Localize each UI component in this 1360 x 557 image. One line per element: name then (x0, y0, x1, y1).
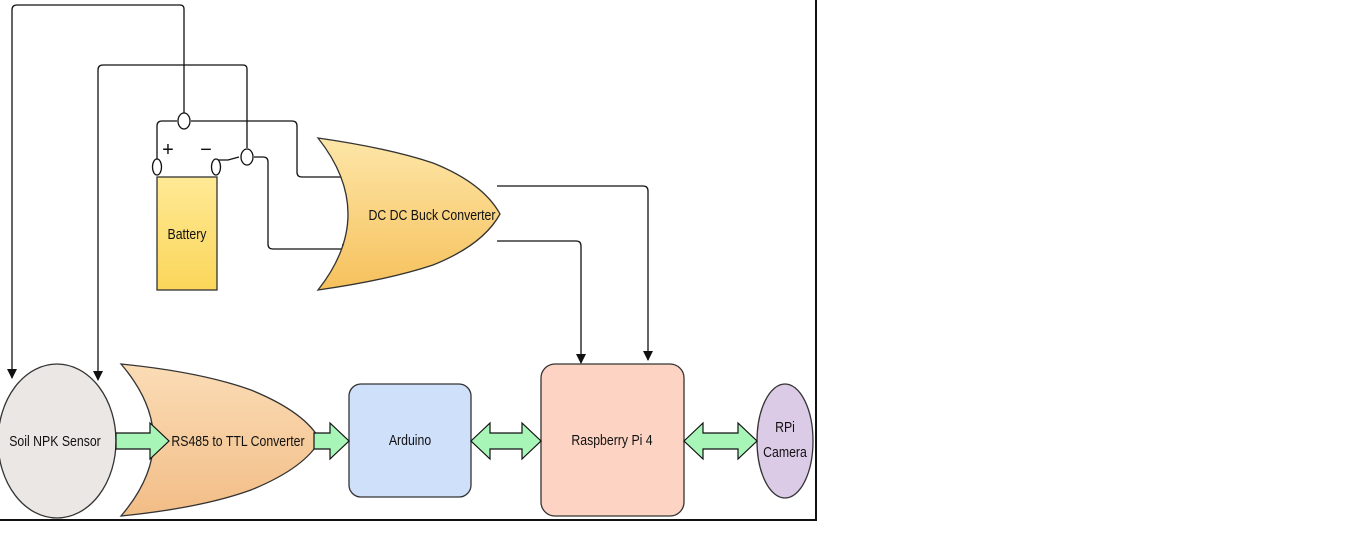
junction-node-negative (240, 148, 254, 166)
soil-npk-sensor-label: Soil NPK Sensor (9, 433, 101, 449)
rpi-camera-block (756, 383, 814, 499)
wire-battery-minus (216, 156, 240, 161)
flow-arrow-sensor-to-rs485 (115, 421, 170, 461)
junction-node-positive (177, 112, 191, 130)
flow-arrow-arduino-rpi (470, 421, 542, 461)
raspberry-pi-label: Raspberry Pi 4 (571, 432, 653, 448)
wire-negative-to-buck (254, 156, 352, 254)
battery-label: Battery (168, 226, 207, 242)
rs485-ttl-converter-label: RS485 to TTL Converter (171, 433, 305, 449)
battery-plus-sign: + (162, 139, 174, 161)
wire-battery-plus-top (156, 120, 177, 160)
wire-buck-to-rpi-a (497, 185, 653, 361)
battery-plus-terminal (151, 158, 163, 176)
wire-negative-to-sensor (93, 64, 248, 381)
buck-converter-label: DC DC Buck Converter (368, 207, 495, 223)
raspberry-pi-block (540, 363, 685, 517)
flow-arrow-rs485-to-arduino (313, 421, 350, 461)
rpi-camera-label-line2: Camera (763, 444, 807, 460)
wire-buck-to-rpi-b (497, 240, 586, 364)
flow-arrow-rpi-camera (683, 421, 758, 461)
battery-block (156, 176, 218, 291)
rs485-ttl-converter-block (119, 363, 321, 517)
wire-positive-to-sensor (7, 4, 185, 379)
battery-minus-sign: − (200, 139, 212, 161)
rpi-camera-label-line1: RPi (775, 419, 795, 435)
buck-converter-block (316, 137, 501, 291)
battery-minus-terminal (210, 158, 222, 176)
arduino-label: Arduino (389, 432, 432, 448)
wire-positive-to-buck (191, 120, 352, 182)
